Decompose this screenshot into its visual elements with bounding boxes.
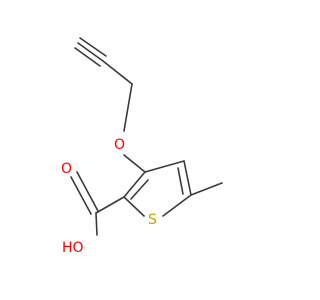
alkyne-bond-2 xyxy=(74,47,101,67)
methyl-bond xyxy=(190,182,223,196)
ch2-oxygen-bond xyxy=(123,83,133,132)
ring-double-c2-c3 xyxy=(130,179,149,200)
ring-bond-c3-c4 xyxy=(144,160,185,173)
molecule-structure: O O HO S xyxy=(61,37,223,256)
carbonyl-oxygen-label: O xyxy=(61,161,72,177)
sulfur-label: S xyxy=(148,212,157,228)
ring-carboxyl-bond xyxy=(95,196,125,214)
ring-bond-c5-s xyxy=(162,194,192,217)
alkyne-bond-3 xyxy=(79,37,107,57)
ring-double-c4-c5 xyxy=(177,167,184,195)
carbonyl-bond-2 xyxy=(70,176,92,215)
hydroxyl-bond xyxy=(95,212,98,236)
carbonyl-bond-1 xyxy=(76,171,99,212)
alkyne-bond-1 xyxy=(77,42,104,62)
ring-bond-c2-c3 xyxy=(123,171,146,198)
ring-bond-c4-c5 xyxy=(183,160,192,196)
hydroxyl-label: HO xyxy=(62,240,84,256)
structure-canvas: O O HO S xyxy=(61,37,223,256)
propargyl-bond xyxy=(102,60,133,85)
ether-oxygen-label: O xyxy=(114,137,125,153)
ring-bond-s-c2 xyxy=(123,196,145,217)
oxygen-ring-bond xyxy=(123,154,146,173)
